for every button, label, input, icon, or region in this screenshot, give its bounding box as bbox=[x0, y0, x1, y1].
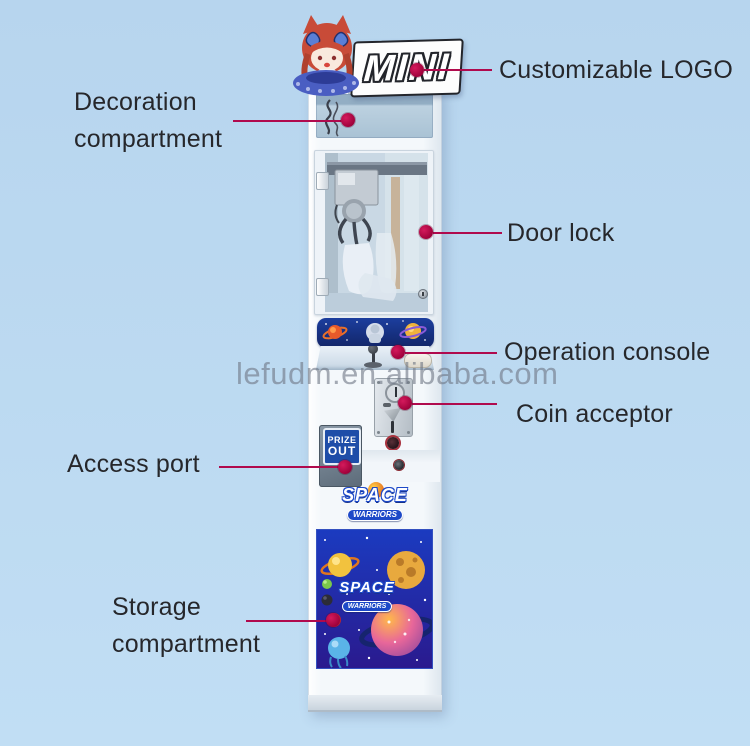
chamber-glass-door bbox=[325, 153, 428, 312]
label-access-port: Access port bbox=[67, 450, 200, 478]
prize-out-text-bottom: OUT bbox=[327, 444, 357, 458]
label-door-lock: Door lock bbox=[507, 219, 615, 247]
claw-mechanism-scene bbox=[325, 153, 428, 312]
joystick-base bbox=[364, 362, 382, 368]
coin-reject-slot bbox=[391, 421, 394, 433]
door-lock-keyhole bbox=[418, 289, 428, 299]
callout-dot-coin-acceptor bbox=[398, 396, 412, 410]
coin-return-lever bbox=[384, 408, 401, 422]
callout-line bbox=[219, 466, 339, 468]
cabinet-base bbox=[308, 695, 442, 712]
prize-out-text-top: PRIZE bbox=[327, 435, 357, 445]
decoration-wire-art bbox=[324, 99, 339, 137]
door-hinge-top bbox=[316, 172, 329, 190]
coin-button bbox=[383, 403, 391, 407]
planet-icon bbox=[368, 482, 384, 498]
screw-icon bbox=[407, 381, 410, 384]
joystick bbox=[372, 350, 375, 364]
label-decoration-compartment: Decoration compartment bbox=[74, 84, 222, 158]
screw-icon bbox=[407, 431, 410, 434]
callout-line bbox=[424, 69, 492, 71]
label-operation-console: Operation console bbox=[504, 338, 711, 366]
operation-console-panel bbox=[316, 346, 434, 370]
joystick-knob bbox=[368, 346, 378, 354]
topper-logo-text: MINI bbox=[362, 45, 452, 90]
cam-lock bbox=[387, 437, 399, 449]
topper-logo-sign: MINI bbox=[350, 38, 464, 98]
callout-dot-door-lock bbox=[419, 225, 433, 239]
coin-slot bbox=[395, 387, 397, 397]
screw-icon bbox=[377, 381, 380, 384]
decoration-compartment-window bbox=[316, 94, 433, 138]
coin-acceptor-plate bbox=[374, 378, 413, 437]
label-line-1: Decoration bbox=[74, 88, 197, 116]
marquee-space-art bbox=[317, 318, 434, 348]
prize-access-door: PRIZE OUT bbox=[319, 425, 362, 487]
console-marquee bbox=[317, 318, 434, 348]
band-logo-warriors: WARRIORS bbox=[347, 509, 403, 522]
mascot-girl-ufo-icon bbox=[293, 15, 359, 96]
callout-line bbox=[405, 352, 497, 354]
claw-chamber bbox=[314, 150, 434, 315]
label-line-2: compartment bbox=[74, 125, 223, 153]
callout-dot-storage-compartment bbox=[326, 613, 340, 627]
band-logo-space: SPACE bbox=[342, 485, 408, 505]
callout-line bbox=[233, 120, 343, 122]
callout-dot-customizable-logo bbox=[410, 63, 424, 77]
callout-dot-access-port bbox=[338, 460, 352, 474]
screw-icon bbox=[377, 431, 380, 434]
label-line-1: Storage bbox=[112, 593, 201, 621]
label-storage-compartment: Storage compartment bbox=[112, 589, 260, 663]
label-line-2: compartment bbox=[112, 630, 261, 658]
label-customizable-logo: Customizable LOGO bbox=[499, 56, 734, 84]
sticker-logo-space: SPACE bbox=[339, 579, 395, 596]
claw-machine-cabinet: PRIZE OUT SPACE WARRIORS bbox=[308, 88, 442, 712]
callout-line bbox=[246, 620, 328, 622]
callout-dot-operation-console bbox=[391, 345, 405, 359]
sticker-logo: SPACE WARRIORS bbox=[324, 580, 410, 613]
callout-line bbox=[433, 232, 502, 234]
brand-band-logo: SPACE WARRIORS bbox=[332, 482, 418, 524]
callout-dot-decoration-compartment bbox=[341, 113, 355, 127]
sticker-logo-warriors: WARRIORS bbox=[341, 601, 393, 613]
door-hinge-bottom bbox=[316, 278, 329, 296]
lower-keyhole bbox=[394, 460, 404, 470]
watermark-text: lefudm.en.alibaba.com bbox=[236, 356, 559, 391]
callout-line bbox=[412, 403, 497, 405]
label-coin-acceptor: Coin acceptor bbox=[516, 400, 673, 428]
prize-out-sign: PRIZE OUT bbox=[323, 428, 361, 465]
